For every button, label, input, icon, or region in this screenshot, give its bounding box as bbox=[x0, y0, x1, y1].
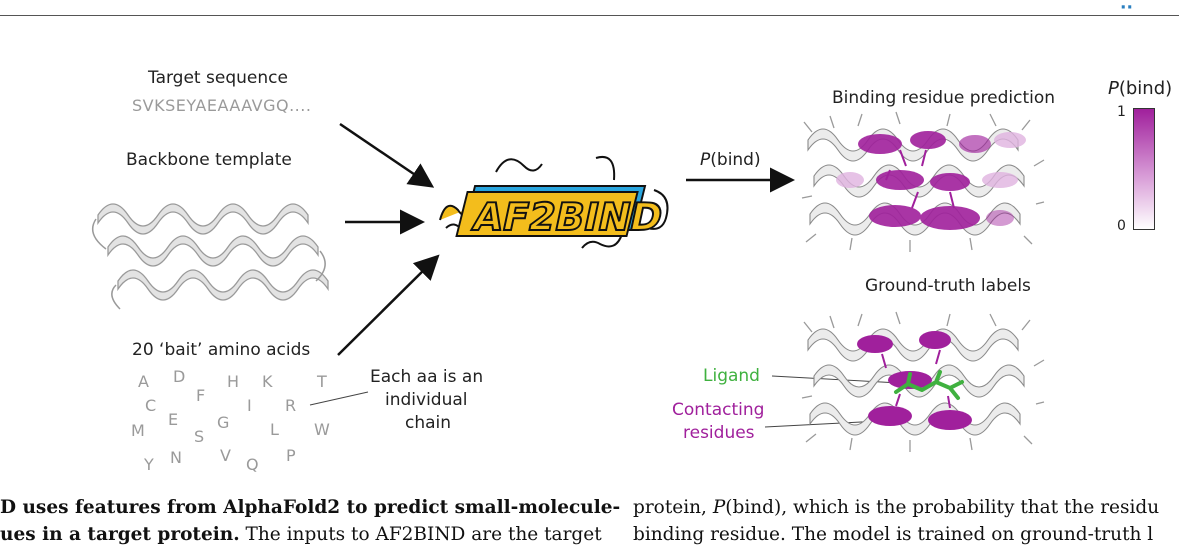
ground-truth-title: Ground-truth labels bbox=[865, 276, 1031, 296]
colorbar-title-italic: P bbox=[1108, 78, 1119, 99]
arrow-sequence-to-model bbox=[340, 124, 430, 185]
caption-left-line2-bold: ues in a target protein. bbox=[0, 524, 240, 545]
caption-left-line1: D uses features from AlphaFold2 to predi… bbox=[0, 494, 620, 521]
arrow-bait-to-model bbox=[338, 258, 436, 355]
caption-right-line1: protein, P(bind), which is the probabili… bbox=[633, 494, 1159, 521]
pbind-arrow-label-italic: P bbox=[700, 150, 710, 170]
aa-note-leader bbox=[310, 392, 368, 405]
caption-right: protein, P(bind), which is the probabili… bbox=[633, 494, 1159, 548]
prediction-structure bbox=[800, 110, 1050, 255]
caption-right-line2: binding residue. The model is trained on… bbox=[633, 521, 1159, 548]
af2bind-logo: AF2BIND bbox=[436, 150, 686, 250]
ligand-label: Ligand bbox=[703, 366, 760, 386]
pbind-arrow-label: P(bind) bbox=[700, 150, 761, 170]
caption-left: D uses features from AlphaFold2 to predi… bbox=[0, 494, 620, 548]
caption-left-line2: ues in a target protein. The inputs to A… bbox=[0, 521, 620, 548]
colorbar-title-rest: (bind) bbox=[1119, 78, 1172, 99]
contacting-label-line1: Contacting bbox=[672, 400, 764, 420]
colorbar-max-label: 1 bbox=[1117, 104, 1126, 120]
contacting-label-line2: residues bbox=[683, 423, 755, 443]
colorbar-title: P(bind) bbox=[1108, 78, 1172, 99]
colorbar-min-label: 0 bbox=[1117, 218, 1126, 234]
colorbar bbox=[1133, 108, 1155, 230]
af2bind-logo-text: AF2BIND bbox=[469, 195, 667, 240]
pbind-arrow-label-rest: (bind) bbox=[710, 150, 760, 170]
caption-left-line2-rest: The inputs to AF2BIND are the target bbox=[240, 524, 602, 545]
prediction-title: Binding residue prediction bbox=[832, 88, 1055, 108]
ground-truth-structure bbox=[800, 310, 1050, 455]
